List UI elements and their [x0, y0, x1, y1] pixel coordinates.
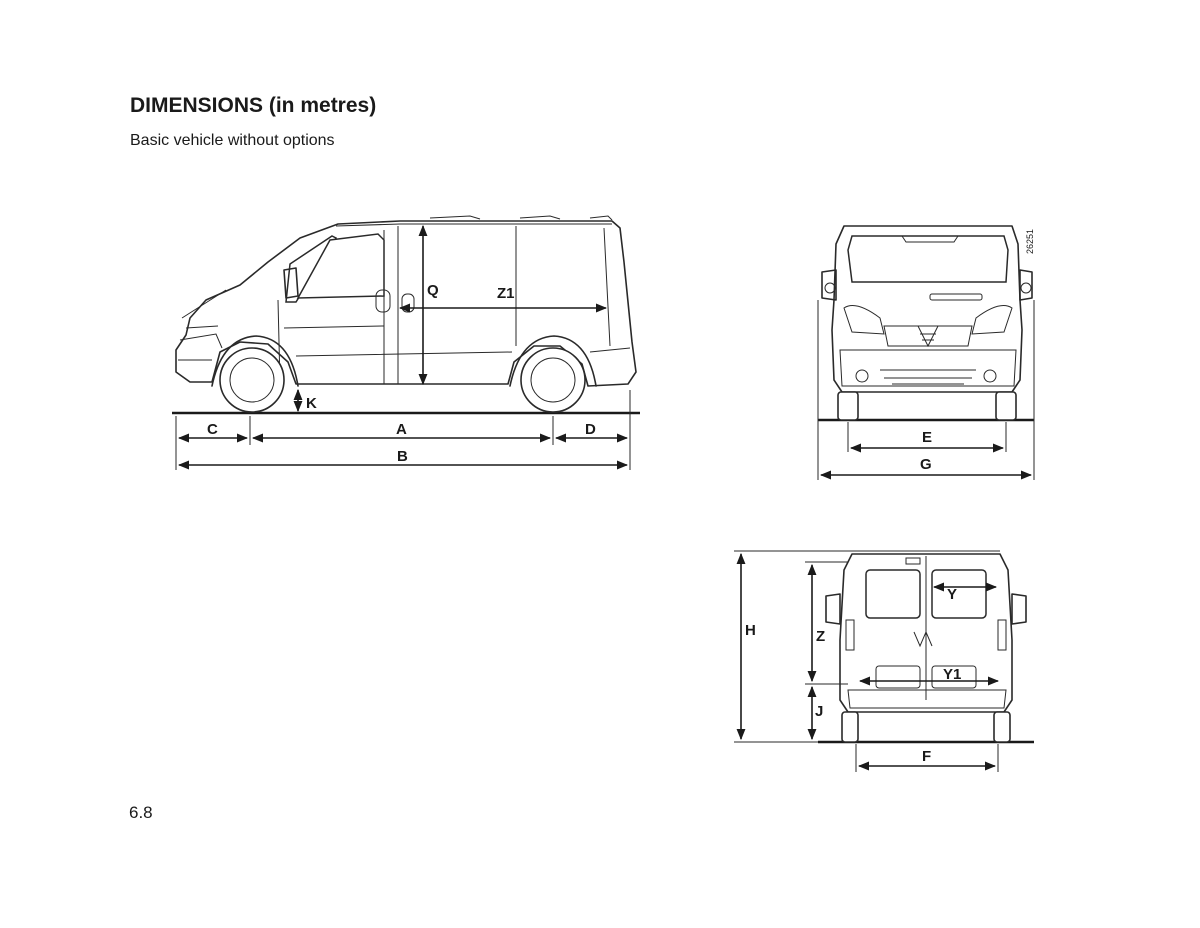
label-e: E: [922, 429, 932, 446]
rear-wheel: [520, 347, 586, 413]
front-windshield: [847, 235, 1009, 283]
label-z1: Z1: [497, 285, 515, 302]
label-g: G: [920, 456, 932, 473]
label-d: D: [585, 421, 596, 438]
side-view-dimensions: C A D B Q Z1 K: [175, 224, 631, 470]
label-k: K: [306, 395, 317, 412]
rear-window-left: [865, 569, 921, 619]
label-h: H: [745, 622, 756, 639]
figure-code: 26251: [1025, 229, 1035, 254]
rear-view-dimensions: H Z J Y Y1 F: [734, 550, 1000, 772]
front-view-van: [818, 225, 1034, 422]
label-z: Z: [816, 628, 825, 645]
front-view-dimensions: E G 26251: [817, 229, 1035, 480]
label-f: F: [922, 748, 931, 765]
rear-window-right: [931, 569, 987, 619]
label-b: B: [397, 448, 408, 465]
label-y: Y: [947, 586, 957, 603]
page-subtitle: Basic vehicle without options: [130, 132, 335, 149]
front-wheel: [219, 347, 285, 413]
side-view-van: [172, 215, 640, 415]
label-q: Q: [427, 282, 439, 299]
label-j: J: [815, 703, 823, 720]
page-number: 6.8: [129, 803, 153, 822]
label-y1: Y1: [943, 666, 961, 683]
label-a: A: [396, 421, 407, 438]
label-c: C: [207, 421, 218, 438]
page-title: DIMENSIONS (in metres): [130, 94, 377, 117]
rear-view-van: [818, 553, 1034, 744]
